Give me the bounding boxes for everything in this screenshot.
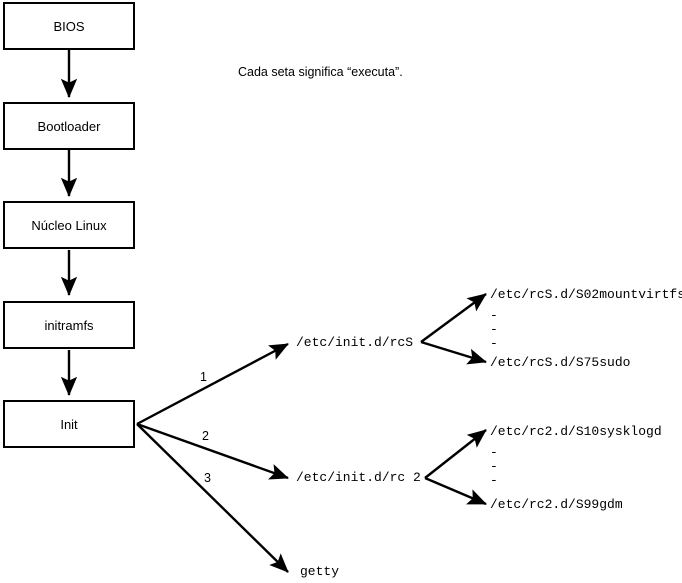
arrow-init-to-rc2 [136, 422, 289, 480]
node-init-label: Init [60, 416, 78, 432]
rc2-branch-arrows [424, 429, 487, 506]
rc2-ellipsis-dash-2: - [490, 459, 498, 474]
arrow-rc2-to-first-script [424, 429, 487, 479]
rcs-ellipsis-dash-1: - [490, 308, 498, 323]
edge-number-2: 2 [202, 429, 209, 443]
rc2-ellipsis-dash-3: - [490, 473, 498, 488]
arrow-init-to-getty [136, 423, 289, 573]
rcs-branch-arrows [420, 293, 487, 365]
edge-number-1: 1 [200, 370, 207, 384]
node-initramfs[interactable]: initramfs [3, 301, 135, 349]
rcs-ellipsis-dash-3: - [490, 336, 498, 351]
node-bios-label: BIOS [53, 18, 85, 34]
node-init[interactable]: Init [3, 400, 135, 448]
label-getty[interactable]: getty [300, 564, 340, 579]
rc2-ellipsis-dash-1: - [490, 445, 498, 460]
label-rc2-first-script[interactable]: /etc/rc2.d/S10sysklogd [490, 424, 662, 439]
diagram-caption: Cada seta significa “executa”. [238, 65, 403, 79]
label-rcs-script[interactable]: /etc/init.d/rcS [296, 335, 414, 350]
label-rcs-first-script[interactable]: /etc/rcS.d/S02mountvirtfs [490, 287, 682, 302]
arrow-rc2-to-last-script [424, 476, 487, 506]
node-bootloader-label: Bootloader [37, 118, 101, 134]
edge-number-3: 3 [204, 471, 211, 485]
init-branch-arrows [136, 342, 289, 573]
arrow-rcs-to-last-script [420, 340, 487, 365]
label-rc2-last-script[interactable]: /etc/rc2.d/S99gdm [490, 497, 623, 512]
node-kernel[interactable]: Núcleo Linux [3, 201, 135, 249]
node-initramfs-label: initramfs [44, 317, 94, 333]
node-bios[interactable]: BIOS [3, 2, 135, 50]
rcs-ellipsis-dash-2: - [490, 322, 498, 337]
node-kernel-label: Núcleo Linux [31, 217, 107, 233]
node-bootloader[interactable]: Bootloader [3, 102, 135, 150]
arrow-rcs-to-first-script [420, 293, 487, 343]
label-rcs-last-script[interactable]: /etc/rcS.d/S75sudo [490, 355, 631, 370]
arrow-init-to-rcs [136, 342, 289, 426]
label-rc2-script[interactable]: /etc/init.d/rc 2 [296, 470, 421, 485]
